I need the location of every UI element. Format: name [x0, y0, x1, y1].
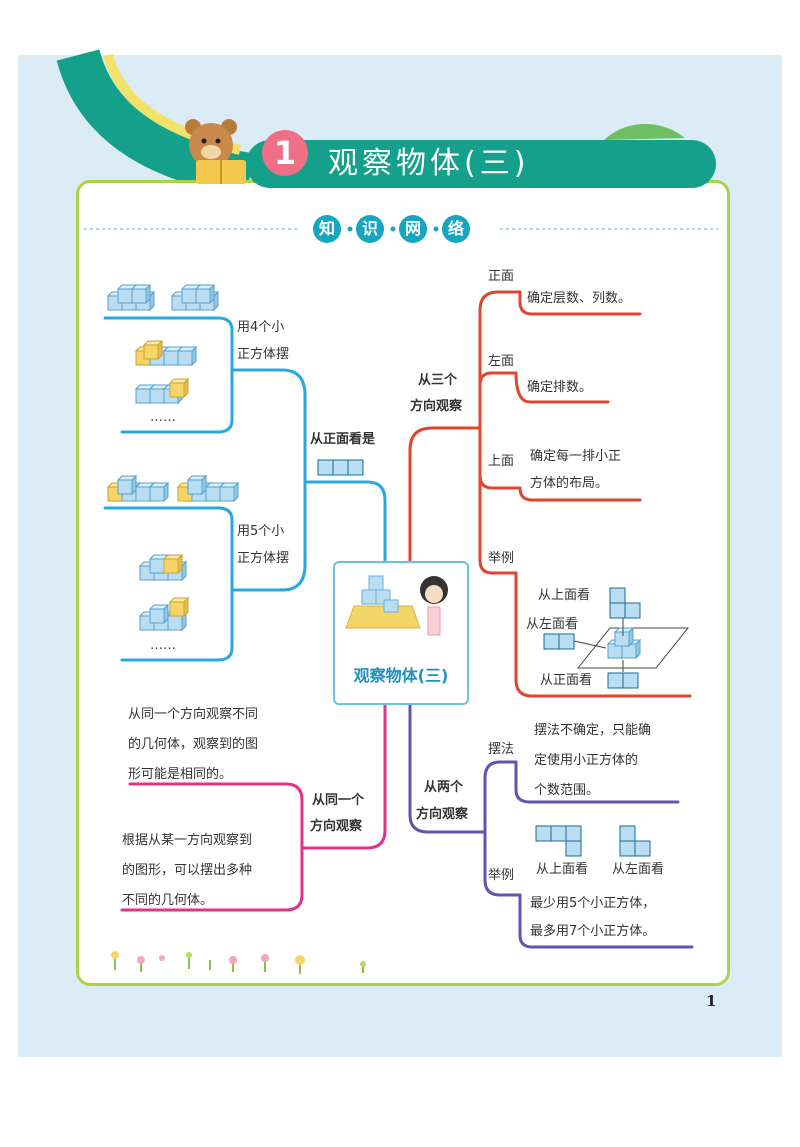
five-cubes-label-1: 用5个小: [237, 524, 285, 539]
view-left-label-1: 从左面看: [526, 617, 579, 632]
two-direction-branch-label-2: 方向观察: [416, 807, 469, 822]
center-label: 观察物体(三): [353, 666, 449, 685]
front-label: 正面: [488, 269, 515, 284]
four-cubes-label-1: 用4个小: [237, 320, 285, 335]
title-band: [246, 140, 716, 188]
note-2-line-3: 不同的几何体。: [122, 893, 214, 908]
note-2-line-2: 的图形，可以摆出多种: [122, 863, 253, 878]
left-label: 左面: [488, 354, 515, 369]
ellipsis-2: ……: [150, 638, 176, 653]
top-desc-2: 方体的布局。: [530, 476, 609, 491]
top-label: 上面: [488, 454, 515, 469]
placement-desc-line-2: 定使用小正方体的: [534, 753, 639, 768]
example-label-2: 举例: [488, 868, 515, 883]
same-direction-branch-label-1: 从同一个: [312, 793, 365, 808]
view-top-label-2: 从上面看: [536, 862, 589, 877]
placement-desc-line-3: 个数范围。: [534, 783, 600, 798]
section-char-3: 网: [399, 215, 427, 243]
view-top-label-1: 从上面看: [538, 588, 591, 603]
placement-label: 摆法: [488, 742, 515, 757]
top-desc-1: 确定每一排小正: [530, 449, 622, 464]
page-number: 1: [706, 992, 717, 1010]
view-front-label: 从正面看: [540, 673, 593, 688]
two-direction-branch-label-1: 从两个: [424, 780, 464, 795]
page-title: 观察物体(三): [328, 146, 530, 181]
section-char-4: 络: [442, 215, 470, 243]
same-direction-note-1: 从同一个方向观察不同 的几何体，观察到的图 形可能是相同的。: [128, 700, 258, 790]
result-line-2: 最多用7个小正方体。: [530, 924, 656, 939]
section-char-2: 识: [356, 215, 384, 243]
left-desc: 确定排数。: [527, 380, 593, 395]
front-desc: 确定层数、列数。: [527, 291, 632, 306]
four-cubes-label-2: 正方体摆: [237, 347, 290, 362]
ellipsis-1: ……: [150, 410, 176, 425]
section-char-1: 知: [313, 215, 341, 243]
result-line-1: 最少用5个小正方体，: [530, 896, 656, 911]
three-direction-branch-label-2: 方向观察: [410, 399, 463, 414]
note-1-line-2: 的几何体，观察到的图: [128, 737, 259, 752]
view-left-label-2: 从左面看: [612, 862, 665, 877]
same-direction-branch-label-2: 方向观察: [310, 819, 363, 834]
example-label-1: 举例: [488, 551, 515, 566]
five-cubes-label-2: 正方体摆: [237, 551, 290, 566]
same-direction-note-2: 根据从某一方向观察到 的图形，可以摆出多种 不同的几何体。: [122, 826, 252, 916]
note-2-line-1: 根据从某一方向观察到: [122, 833, 253, 848]
front-view-branch-label: 从正面看是: [310, 432, 376, 447]
placement-desc: 摆法不确定，只能确 定使用小正方体的 个数范围。: [534, 716, 651, 806]
note-1-line-3: 形可能是相同的。: [128, 767, 233, 782]
three-direction-branch-label-1: 从三个: [418, 373, 458, 388]
lesson-number-badge: 1: [262, 130, 308, 176]
placement-desc-line-1: 摆法不确定，只能确: [534, 723, 652, 738]
note-1-line-1: 从同一个方向观察不同: [128, 707, 259, 722]
